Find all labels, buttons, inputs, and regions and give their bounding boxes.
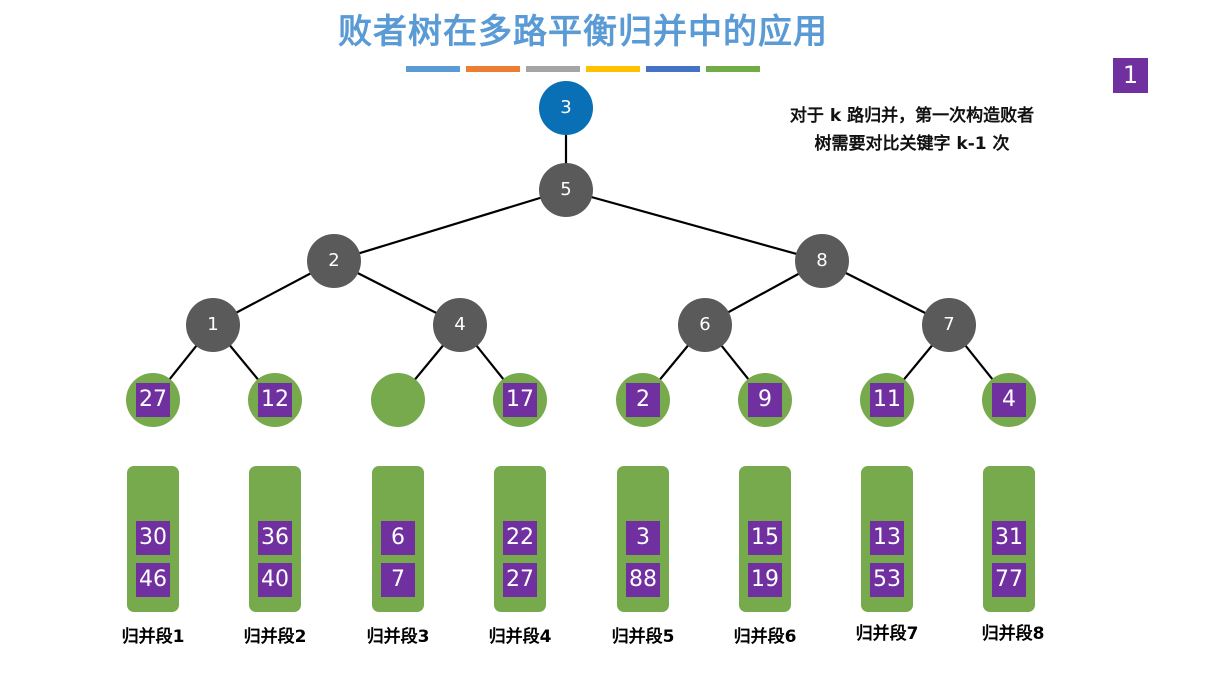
accent-bar-darkblue: [646, 66, 700, 72]
accent-bar-blue: [406, 66, 460, 72]
merge-segment-7: 13 53: [861, 466, 913, 612]
loser-node-rr: 7: [922, 298, 976, 352]
leaf-node-1: 27: [126, 373, 180, 427]
loser-node-rl: 6: [678, 298, 732, 352]
segment-label-2: 归并段2: [243, 627, 307, 647]
merge-segment-8: 31 77: [983, 466, 1035, 612]
segment-label-5: 归并段5: [611, 627, 675, 647]
leaf-node-2: 12: [248, 373, 302, 427]
note-line-1: 对于 k 路归并，第一次构造败者: [789, 106, 1035, 126]
leaf-key: 12: [258, 383, 292, 417]
winner-node: 3: [539, 81, 593, 135]
accent-bar-yellow: [586, 66, 640, 72]
segment-key: 40: [258, 563, 292, 597]
segment-label-6: 归并段6: [733, 627, 797, 647]
loser-node-right: 8: [795, 234, 849, 288]
loser-node-root: 5: [539, 163, 593, 217]
leaf-node-6: 9: [738, 373, 792, 427]
merge-segment-1: 30 46: [127, 466, 179, 612]
accent-bar-orange: [466, 66, 520, 72]
leaf-node-4: 17: [493, 373, 547, 427]
segment-key: 53: [870, 563, 904, 597]
segment-key: 77: [992, 563, 1026, 597]
segment-label-7: 归并段7: [855, 624, 919, 644]
segment-label-1: 归并段1: [121, 627, 185, 647]
merge-segment-3: 6 7: [372, 466, 424, 612]
segment-key: 30: [136, 521, 170, 555]
leaf-node-5: 2: [616, 373, 670, 427]
segment-key: 22: [503, 521, 537, 555]
explanation-note: 对于 k 路归并，第一次构造败者 树需要对比关键字 k-1 次: [742, 102, 1082, 158]
segment-key: 13: [870, 521, 904, 555]
leaf-key: 2: [626, 383, 660, 417]
segment-key: 88: [626, 563, 660, 597]
segment-key: 3: [626, 521, 660, 555]
slide-title: 败者树在多路平衡归并中的应用: [338, 12, 828, 52]
segment-key: 31: [992, 521, 1026, 555]
page-number-badge: 1: [1113, 58, 1148, 93]
segment-key: 19: [748, 563, 782, 597]
leaf-key: 27: [136, 383, 170, 417]
segment-key: 46: [136, 563, 170, 597]
merge-segment-4: 22 27: [494, 466, 546, 612]
segment-label-4: 归并段4: [488, 627, 552, 647]
loser-node-lr: 4: [433, 298, 487, 352]
segment-key: 27: [503, 563, 537, 597]
accent-bar-green: [706, 66, 760, 72]
segment-label-8: 归并段8: [981, 624, 1045, 644]
merge-segment-6: 15 19: [739, 466, 791, 612]
leaf-key: 11: [870, 383, 904, 417]
segment-label-3: 归并段3: [366, 627, 430, 647]
leaf-key: 4: [992, 383, 1026, 417]
leaf-node-7: 11: [860, 373, 914, 427]
leaf-node-3-empty: [371, 373, 425, 427]
leaf-key: 17: [503, 383, 537, 417]
accent-bar-gray: [526, 66, 580, 72]
leaf-node-8: 4: [982, 373, 1036, 427]
loser-node-ll: 1: [186, 298, 240, 352]
segment-key: 6: [381, 521, 415, 555]
segment-key: 15: [748, 521, 782, 555]
edge-root-left: [333, 188, 567, 263]
segment-key: 7: [381, 563, 415, 597]
merge-segment-5: 3 88: [617, 466, 669, 612]
note-line-2: 树需要对比关键字 k-1 次: [814, 134, 1010, 154]
edge-root-right: [565, 188, 823, 263]
merge-segment-2: 36 40: [249, 466, 301, 612]
title-accent-bars: [406, 66, 760, 72]
segment-key: 36: [258, 521, 292, 555]
loser-node-left: 2: [307, 234, 361, 288]
leaf-key: 9: [748, 383, 782, 417]
